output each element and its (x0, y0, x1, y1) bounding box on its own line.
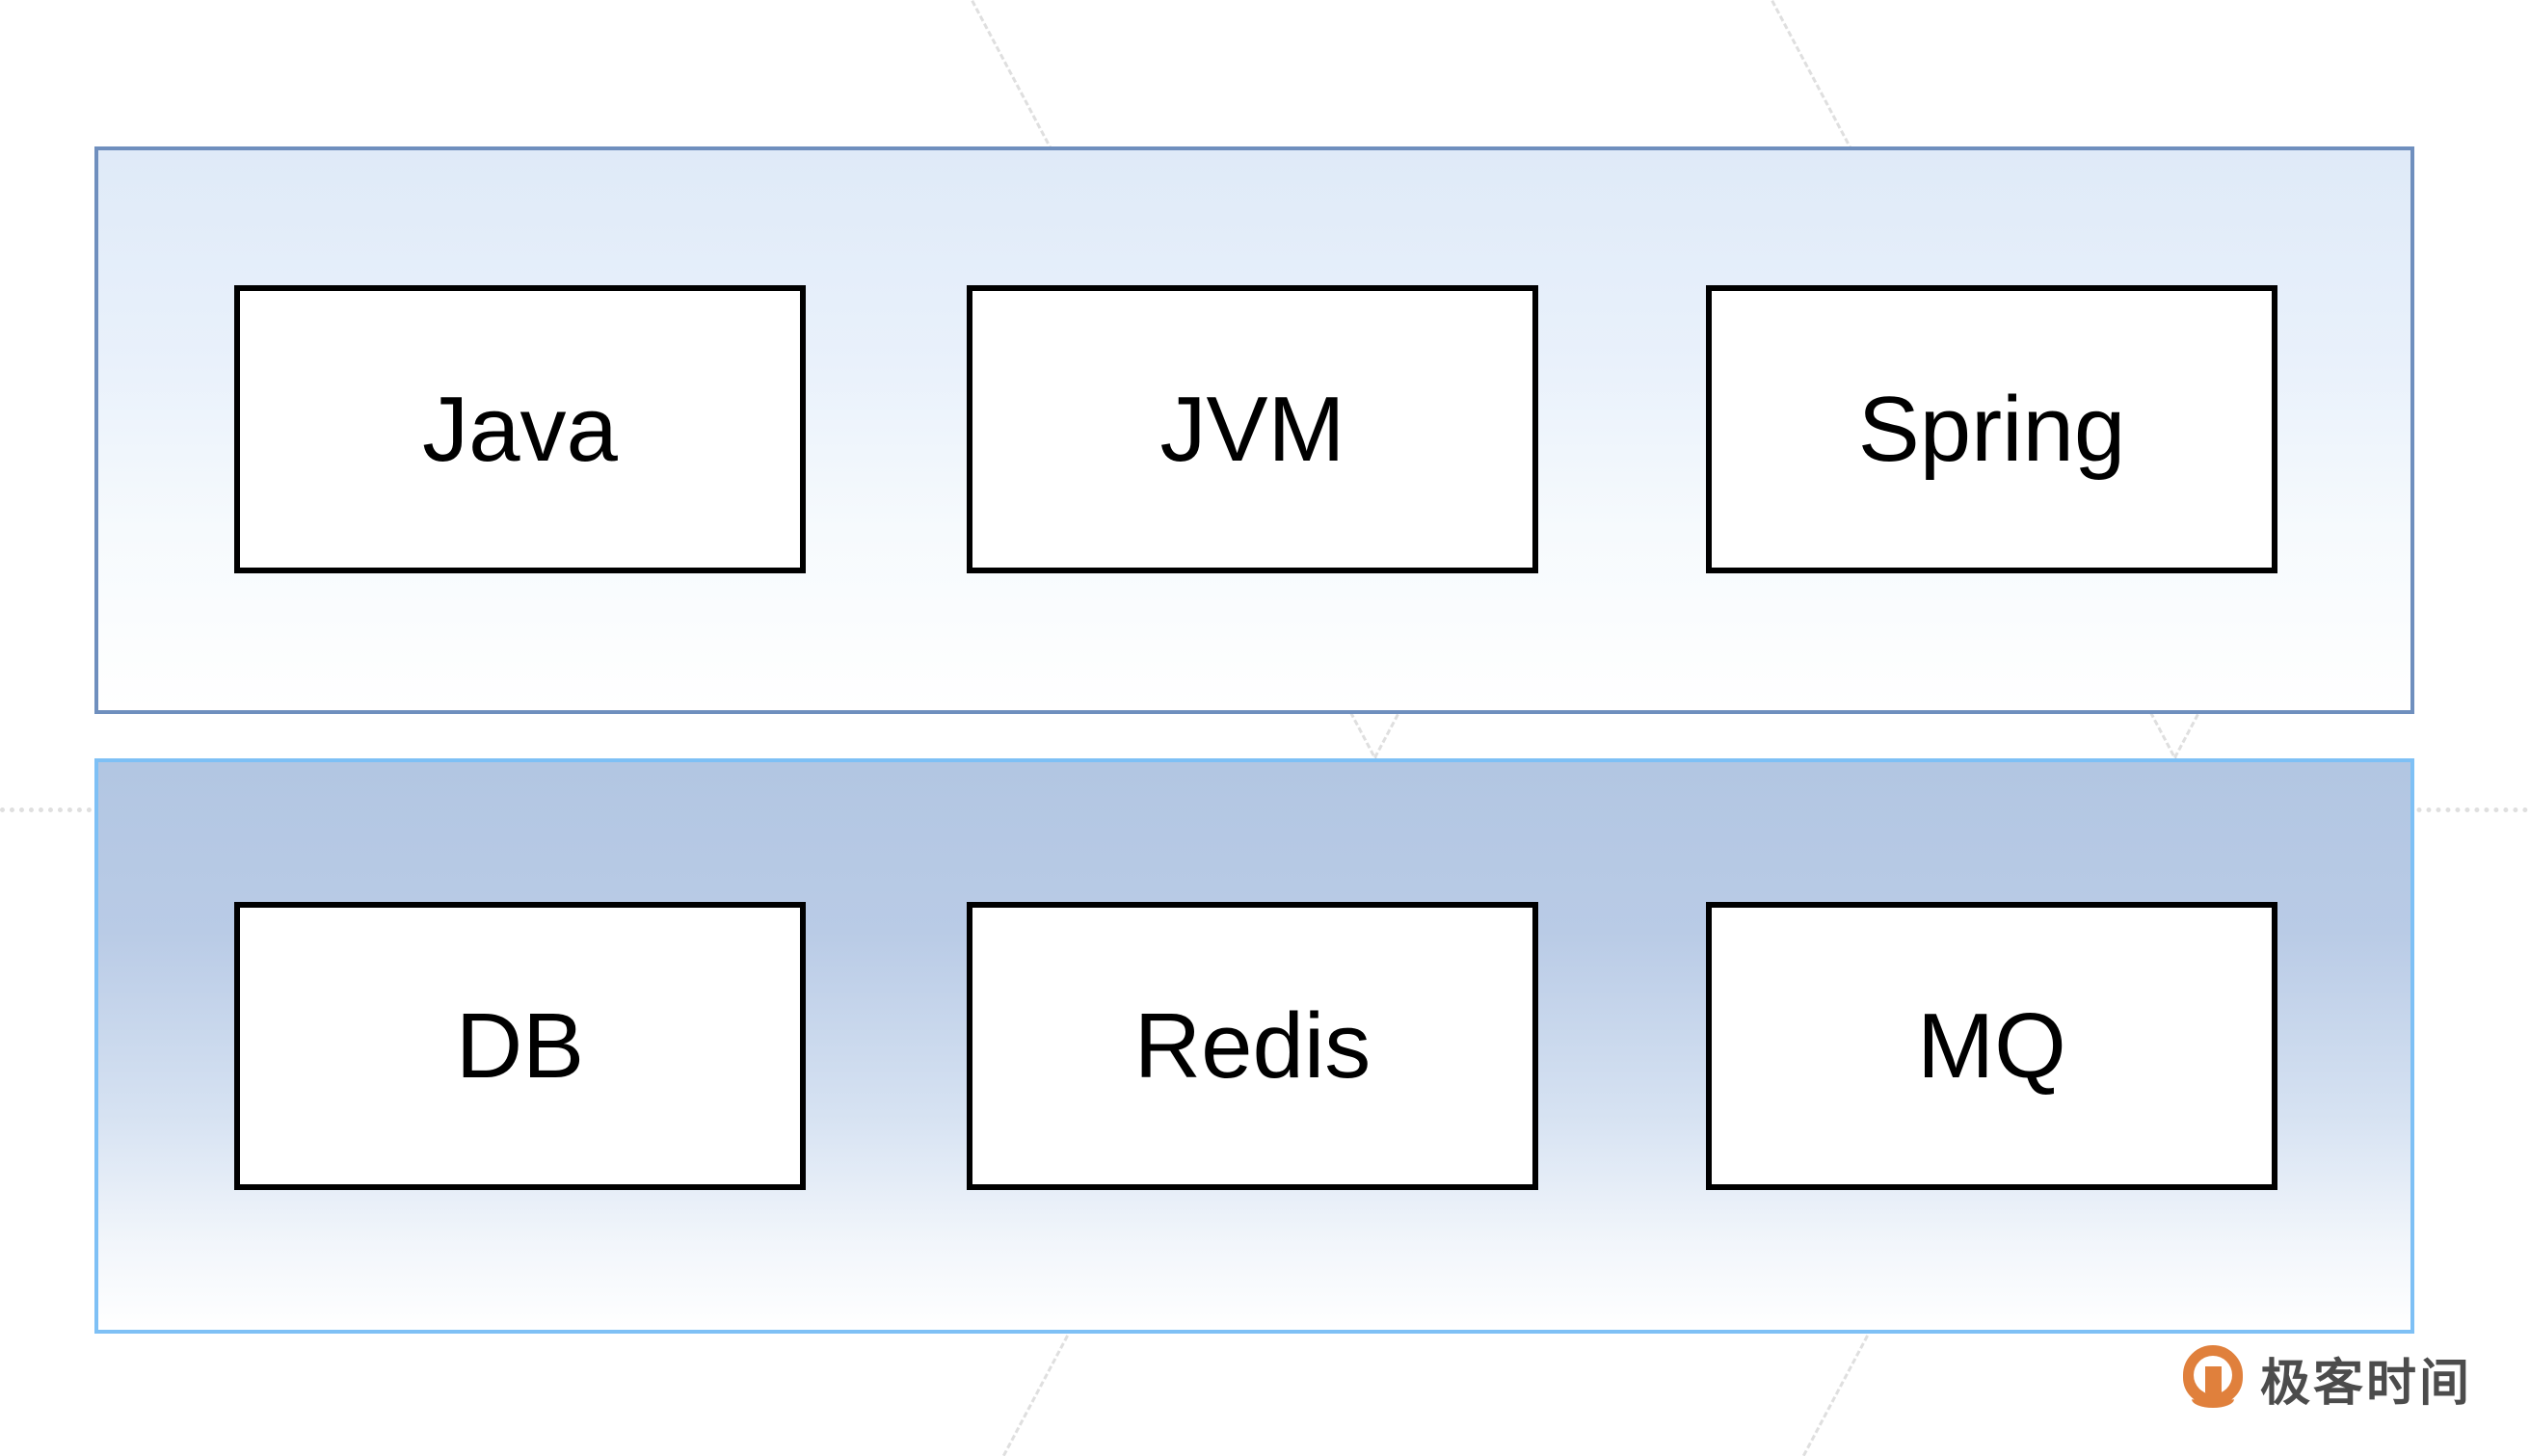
node-redis[interactable]: Redis (967, 902, 1538, 1190)
node-label: MQ (1917, 993, 2066, 1098)
geektime-brand: 极客时间 (2182, 1342, 2472, 1415)
node-db[interactable]: DB (234, 902, 806, 1190)
node-spring[interactable]: Spring (1706, 285, 2277, 573)
brand-name: 极客时间 (2259, 1355, 2472, 1413)
node-mq[interactable]: MQ (1706, 902, 2277, 1190)
node-label: JVM (1159, 377, 1345, 481)
node-jvm[interactable]: JVM (967, 285, 1538, 573)
node-java[interactable]: Java (234, 285, 806, 573)
node-label: Redis (1133, 993, 1372, 1098)
node-label: Spring (1857, 377, 2126, 481)
node-label: DB (455, 993, 585, 1098)
node-label: Java (422, 377, 618, 481)
geektime-logo-icon (2182, 1344, 2243, 1413)
